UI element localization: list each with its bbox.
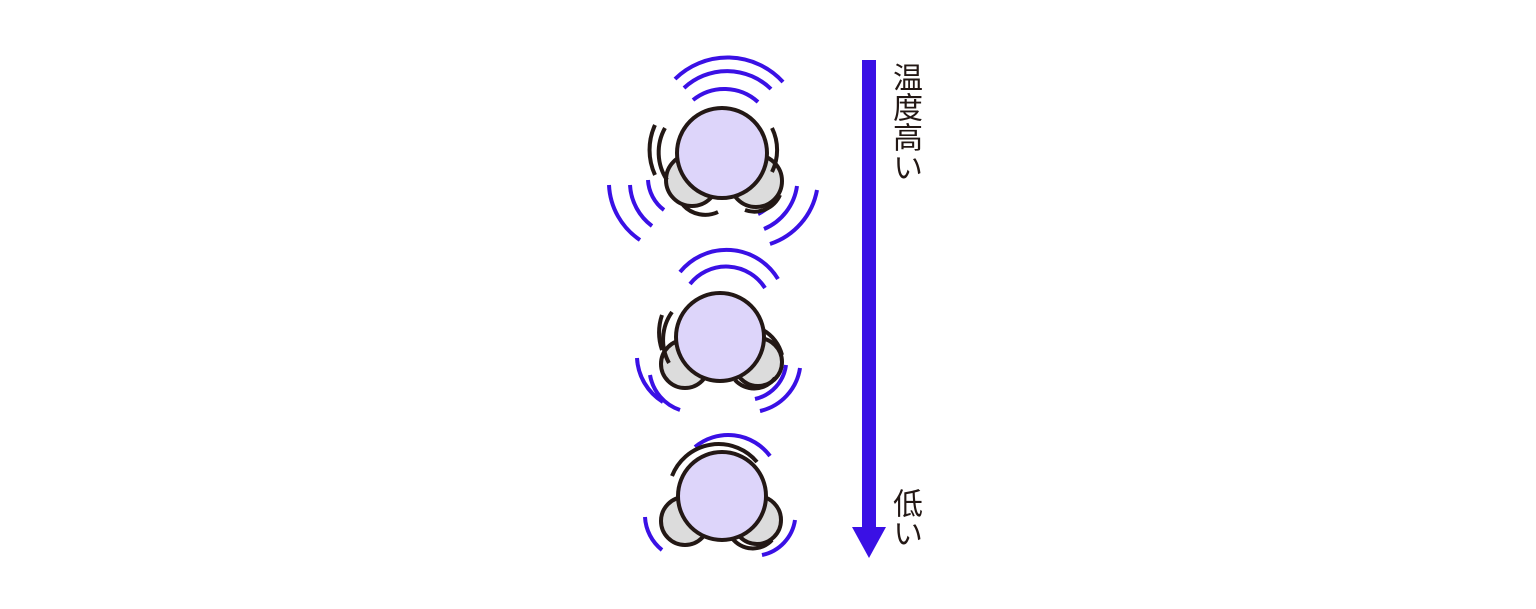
label-low-temperature: 低い: [887, 488, 922, 548]
center-atom: [674, 291, 766, 383]
molecule-low-temperature: [643, 433, 797, 557]
motion-blur-arcs: [647, 124, 782, 217]
vibration-arcs: [643, 433, 797, 557]
motion-blur-arcs: [657, 310, 784, 391]
arrow-head: [852, 527, 886, 558]
molecule-medium-temperature: [635, 247, 802, 413]
vibration-arcs: [635, 247, 802, 413]
label-high-temperature: 温度高い: [887, 62, 922, 182]
motion-blur-arcs: [670, 442, 774, 551]
molecule-high-temperature: [607, 55, 819, 246]
arrow-shaft: [862, 60, 876, 532]
temperature-arrow: [852, 60, 886, 558]
center-atom: [676, 450, 768, 542]
center-atom: [675, 106, 769, 200]
